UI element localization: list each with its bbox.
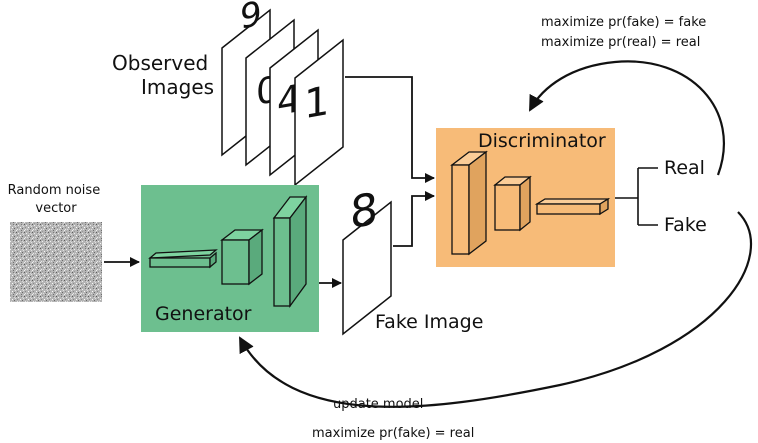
discriminator-layer: [451, 164, 470, 255]
discriminator-feedback-arrow: [529, 60, 725, 176]
generator-layer: [289, 195, 307, 308]
generator-objective: maximize pr(fake) = real: [312, 426, 474, 441]
discriminator-layer: [494, 184, 521, 231]
real-output-label: Real: [664, 157, 705, 179]
observed-images-stack: 9 0 4 1: [221, 0, 344, 187]
observed-digit: 1: [304, 77, 329, 128]
generator-layer: [273, 217, 291, 307]
fake-image-label: Fake Image: [375, 311, 483, 333]
discriminator-layer: [519, 175, 531, 232]
observed-to-discriminator-arrow: [345, 76, 435, 183]
discriminator-layer: [534, 198, 611, 205]
output-branch: [615, 167, 658, 226]
discriminator-label: Discriminator: [478, 130, 606, 152]
noise-vector-image: [10, 222, 102, 302]
observed-digit: 9: [240, 0, 262, 38]
generator-feedback-arrow: [239, 211, 753, 408]
flow-arrows: [104, 76, 435, 288]
discriminator-layers: [450, 150, 611, 256]
fake-image-digit: 8: [350, 184, 378, 240]
generator-layer: [248, 228, 263, 286]
random-noise-label: Random noise vector: [8, 183, 105, 216]
generator-layer: [221, 239, 250, 285]
update-model-label: update model: [333, 397, 423, 412]
fake-to-discriminator-arrow: [393, 191, 435, 247]
discriminator-objective: maximize pr(fake) = fake maximize pr(rea…: [541, 15, 710, 50]
discriminator-layer: [599, 197, 609, 216]
discriminator-layer: [468, 150, 487, 256]
generator-label: Generator: [155, 303, 252, 325]
observed-image-card: 1: [294, 38, 344, 187]
fake-output-label: Fake: [664, 214, 707, 236]
generator-layer: [148, 249, 218, 259]
observed-images-label: Observed Images: [112, 51, 215, 99]
generator-layer: [149, 257, 211, 268]
generator-layers: [148, 195, 308, 308]
fake-image-card: 8: [342, 184, 392, 336]
discriminator-layer: [536, 203, 601, 215]
generator-layer: [209, 251, 217, 269]
